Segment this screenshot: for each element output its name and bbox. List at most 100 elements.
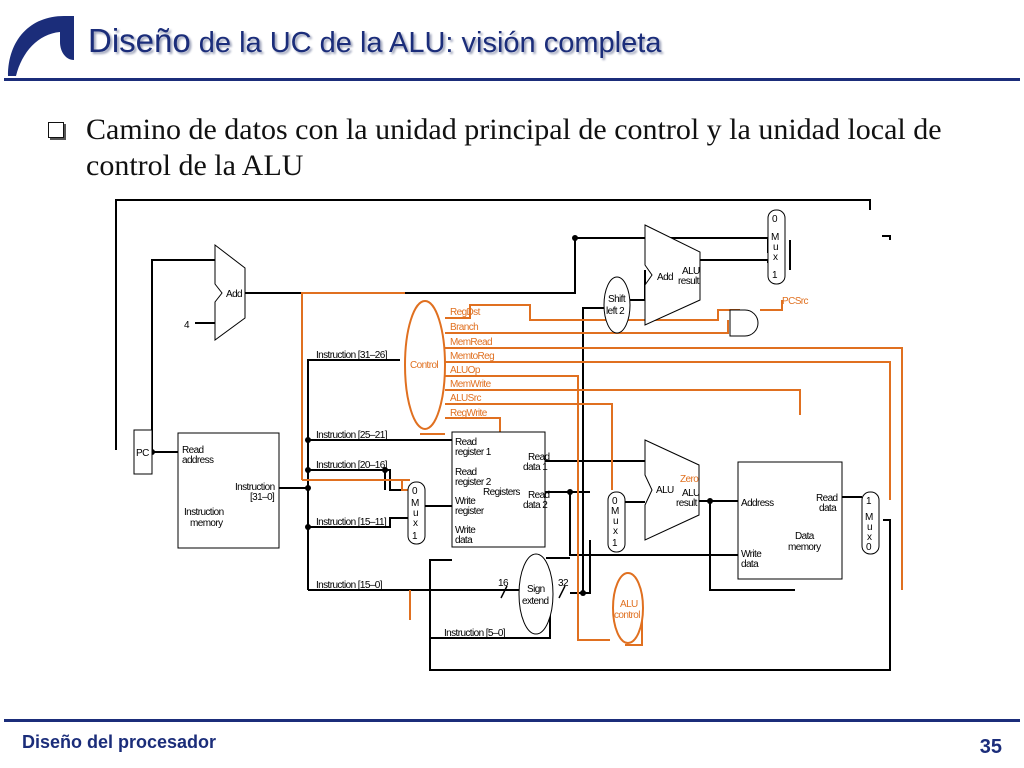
- svg-text:ALUSrc: ALUSrc: [450, 393, 481, 404]
- svg-text:Branch: Branch: [450, 322, 478, 333]
- svg-text:ALU: ALU: [682, 488, 700, 499]
- svg-text:u: u: [867, 522, 872, 533]
- svg-text:M: M: [771, 232, 779, 243]
- svg-text:1: 1: [412, 531, 418, 542]
- svg-text:Read: Read: [528, 452, 550, 463]
- instruction-field-labels: Instruction [31–26] Instruction [25–21] …: [316, 350, 506, 639]
- svg-text:M: M: [611, 506, 619, 517]
- svg-text:ALU: ALU: [656, 485, 674, 496]
- svg-text:ALU: ALU: [620, 599, 638, 610]
- svg-text:left 2: left 2: [606, 306, 625, 317]
- svg-text:Instruction: Instruction: [235, 482, 275, 493]
- svg-text:MemWrite: MemWrite: [450, 379, 492, 390]
- svg-text:Write: Write: [455, 496, 476, 507]
- shift-left-two: Shift left 2: [603, 276, 631, 334]
- page-title: Diseño de la UC de la ALU: visión comple…: [88, 22, 662, 59]
- svg-text:data 2: data 2: [523, 500, 548, 511]
- register-file: Read register 1 Read register 2 Write re…: [451, 431, 550, 548]
- datapath-diagram: PC Add 4 Read address Instruction [31–0]…: [115, 199, 903, 671]
- svg-text:Write: Write: [741, 549, 762, 560]
- svg-text:0: 0: [412, 486, 418, 497]
- add-pc-adder: Add: [214, 243, 246, 341]
- svg-text:Read: Read: [182, 445, 204, 456]
- svg-text:memory: memory: [190, 518, 223, 529]
- bus-width-ticks: [500, 585, 566, 599]
- svg-text:Instruction [15–0]: Instruction [15–0]: [316, 580, 383, 591]
- svg-text:data: data: [741, 559, 759, 570]
- svg-text:RegDst: RegDst: [450, 307, 481, 318]
- svg-text:Control: Control: [410, 360, 438, 371]
- svg-text:1: 1: [612, 538, 618, 549]
- footer-course-title: Diseño del procesador: [22, 732, 217, 752]
- bullet-square-icon: [48, 122, 64, 138]
- svg-text:MemRead: MemRead: [450, 337, 492, 348]
- svg-text:address: address: [182, 455, 214, 466]
- svg-text:Sign: Sign: [527, 584, 545, 595]
- sign-extend-unit: Sign extend 16 32: [498, 553, 570, 635]
- svg-text:Instruction [20–16]: Instruction [20–16]: [316, 460, 388, 471]
- svg-text:data: data: [819, 503, 837, 514]
- svg-text:Write: Write: [455, 525, 476, 536]
- svg-text:0: 0: [866, 542, 872, 553]
- mux-write-back: 1 M u x 0: [861, 491, 880, 555]
- svg-text:0: 0: [772, 214, 778, 225]
- svg-text:Read: Read: [455, 437, 477, 448]
- svg-text:32: 32: [558, 578, 569, 589]
- svg-text:ALUOp: ALUOp: [450, 365, 481, 376]
- svg-text:x: x: [413, 518, 418, 529]
- svg-text:Data: Data: [795, 531, 815, 542]
- svg-text:Instruction [31–26]: Instruction [31–26]: [316, 350, 388, 361]
- svg-text:register 1: register 1: [455, 447, 492, 458]
- svg-text:1: 1: [772, 270, 778, 281]
- data-memory: Address Read data Data memory Write data: [737, 461, 843, 580]
- svg-text:u: u: [613, 516, 618, 527]
- svg-text:Instruction [15–11]: Instruction [15–11]: [316, 517, 387, 528]
- header-divider: [4, 78, 1020, 81]
- svg-text:Registers: Registers: [483, 487, 520, 498]
- svg-text:M: M: [411, 498, 419, 509]
- svg-text:result: result: [678, 276, 700, 287]
- svg-text:16: 16: [498, 578, 509, 589]
- svg-text:extend: extend: [522, 596, 548, 607]
- alu-control-unit: ALU control: [612, 572, 644, 644]
- svg-text:Shift: Shift: [608, 294, 626, 305]
- svg-text:Instruction [5–0]: Instruction [5–0]: [444, 628, 506, 639]
- instruction-memory: Read address Instruction [31–0] Instruct…: [177, 432, 280, 549]
- svg-text:0: 0: [612, 496, 618, 507]
- university-logo: [8, 16, 74, 76]
- bullet-text: Camino de datos con la unidad principal …: [86, 113, 942, 182]
- svg-text:data 1: data 1: [523, 462, 548, 473]
- svg-text:Read: Read: [528, 490, 550, 501]
- and-gate: [729, 309, 759, 337]
- svg-text:Address: Address: [741, 498, 774, 509]
- svg-text:x: x: [867, 532, 872, 543]
- control-signal-labels: RegDst Branch MemRead MemtoReg ALUOp Mem…: [450, 307, 495, 419]
- svg-text:result: result: [676, 498, 698, 509]
- svg-text:data: data: [455, 535, 473, 546]
- mux-alu-source: 0 M u x 1: [607, 491, 626, 553]
- svg-text:control: control: [614, 610, 640, 621]
- svg-text:Instruction [25–21]: Instruction [25–21]: [316, 430, 388, 441]
- svg-text:RegWrite: RegWrite: [450, 408, 488, 419]
- svg-text:M: M: [865, 512, 873, 523]
- svg-text:ALU: ALU: [682, 266, 700, 277]
- svg-text:Add: Add: [657, 272, 673, 283]
- svg-text:memory: memory: [788, 542, 821, 553]
- mux-pc-source: 0 M u x 1: [767, 209, 786, 285]
- svg-text:x: x: [773, 252, 778, 263]
- footer-divider: [4, 719, 1020, 722]
- svg-text:u: u: [413, 508, 418, 519]
- add-branch-adder: Add ALU result: [644, 224, 701, 326]
- main-control-unit: Control: [404, 300, 446, 430]
- pcsrc-label: PCSrc: [782, 296, 808, 307]
- svg-text:register 2: register 2: [455, 477, 492, 488]
- svg-text:u: u: [773, 242, 778, 253]
- svg-text:Read: Read: [455, 467, 477, 478]
- svg-text:Zero: Zero: [680, 474, 699, 485]
- alu: ALU Zero ALU result: [644, 439, 701, 541]
- svg-text:Instruction: Instruction: [184, 507, 224, 518]
- svg-text:[31–0]: [31–0]: [250, 492, 275, 503]
- svg-text:Add: Add: [226, 289, 242, 300]
- svg-text:x: x: [613, 526, 618, 537]
- junction-dots: [149, 235, 713, 596]
